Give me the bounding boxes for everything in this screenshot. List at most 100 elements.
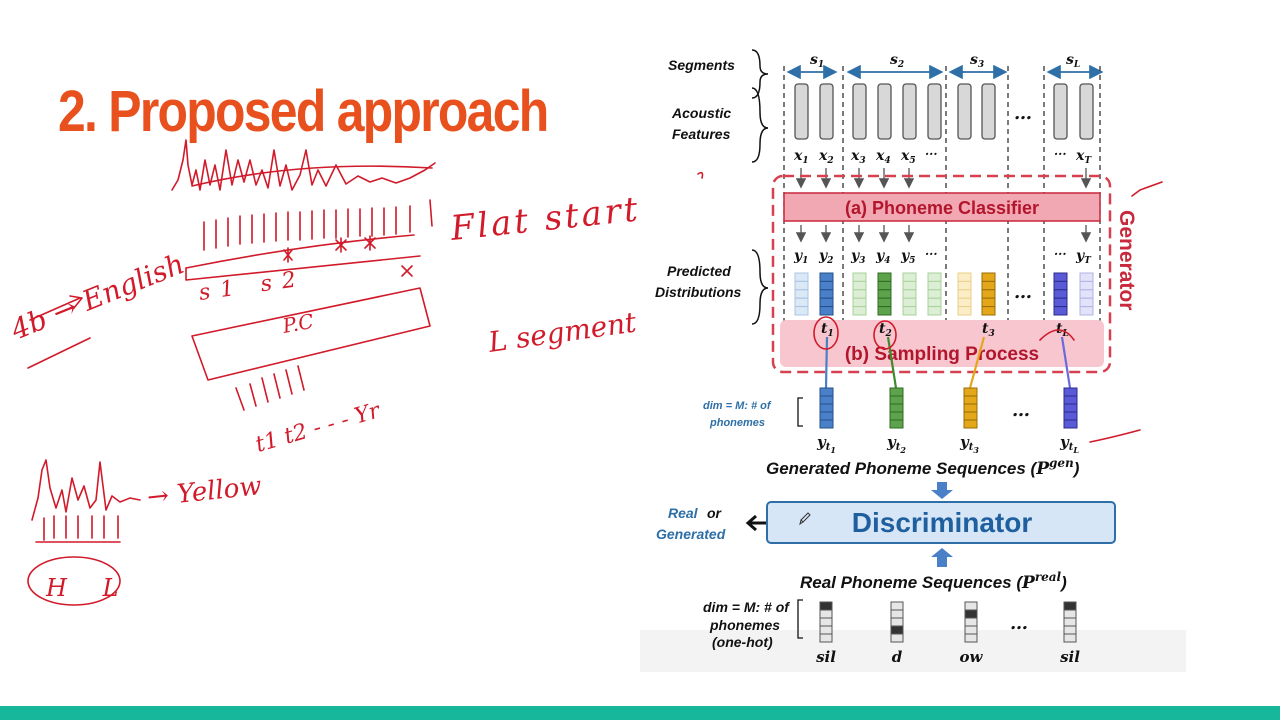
svg-text:···: ··· [1054, 147, 1067, 161]
svg-text:···: ··· [925, 247, 938, 261]
ink-segment-line [185, 234, 415, 269]
sampling-arrows [824, 336, 1072, 389]
acoustic-ellipsis: … [1014, 103, 1032, 124]
architecture-diagram: Segments s1 s2 s3 sL Acoustic Features …… [640, 49, 1186, 672]
acoustic-feature-bars [794, 83, 1094, 140]
ink-star-3 [364, 235, 376, 251]
distribution-bar [819, 272, 834, 316]
svg-text:ow: ow [960, 648, 984, 666]
ink-text-flatstart: Flat start [448, 189, 643, 249]
or-label: or [707, 505, 723, 521]
discriminator-label: Discriminator [852, 507, 1033, 538]
distribution-bar [927, 272, 942, 316]
acoustic-label-1: Acoustic [671, 105, 731, 121]
phoneme-classifier-label: (a) Phoneme Classifier [845, 198, 1039, 218]
svg-text:x2: x2 [818, 148, 834, 166]
dim-bracket-gen [797, 397, 803, 427]
svg-text:ytL: ytL [1059, 433, 1079, 455]
ink-waveform-2 [31, 459, 141, 521]
distribution-ellipsis: … [1014, 282, 1032, 303]
real-to-disc-arrow [931, 548, 953, 567]
segments-label: Segments [668, 57, 735, 73]
onehot-ellipsis: … [1010, 613, 1028, 634]
svg-text:y2: y2 [818, 248, 833, 266]
output-arrow [745, 514, 766, 532]
dim-bracket-real [797, 599, 803, 639]
distribution-bar [794, 272, 809, 316]
sampled-vector [819, 387, 834, 429]
ink-text-pc: P.C [280, 309, 316, 338]
y-labels: y1 y2 y3 y4 y5 ··· ··· yT [793, 247, 1092, 266]
classifier-output-arrows [795, 225, 1092, 243]
phoneme-classifier [783, 192, 1101, 222]
sampled-ellipsis: … [1012, 400, 1030, 421]
real-label: Real [668, 505, 699, 521]
ink-underline [27, 337, 91, 369]
ink-circle-t1 [813, 316, 839, 350]
svg-text:yt3: yt3 [959, 433, 979, 455]
one-hot-vector [964, 601, 978, 643]
ink-waveform-1 [171, 139, 436, 191]
ink-circle-hl [27, 556, 121, 606]
predicted-label-1: Predicted [667, 263, 731, 279]
one-hot-vector [819, 601, 833, 643]
dim-label-real-1: dim = M: # of [703, 599, 790, 615]
distribution-bar [957, 272, 972, 316]
dim-label-real-3: (one-hot) [712, 634, 773, 650]
distribution-bar [981, 272, 996, 316]
svg-text:t3: t3 [982, 321, 995, 339]
generated-sequences-label: Generated Phoneme Sequences (Pgen) [766, 456, 1080, 479]
svg-text:···: ··· [925, 147, 938, 161]
svg-text:t1: t1 [821, 321, 834, 339]
ink-segment-bracket [185, 255, 421, 281]
predicted-brace [751, 249, 769, 325]
ink-circle-t2 [873, 320, 897, 350]
svg-text:x3: x3 [850, 148, 866, 166]
svg-text:y4: y4 [875, 248, 890, 266]
real-sequences-label: Real Phoneme Sequences (Preal) [800, 570, 1067, 593]
svg-text:sil: sil [1060, 648, 1080, 666]
sampled-phoneme-vectors [819, 387, 1078, 429]
ink-star-1 [283, 247, 293, 263]
sampling-process-label: (b) Sampling Process [845, 344, 1039, 365]
ink-frames-2 [43, 515, 119, 541]
ink-output-lines [235, 365, 305, 411]
svg-text:xT: xT [1075, 148, 1092, 166]
segment-label-3: s3 [970, 52, 984, 70]
svg-text:x4: x4 [875, 148, 891, 166]
sampled-vector [963, 387, 978, 429]
slide-title: 2. Proposed approach [58, 79, 549, 144]
sampled-vector [889, 387, 904, 429]
generated-label: Generated [656, 526, 726, 542]
ink-waveform-line [191, 165, 433, 187]
segments-brace [751, 49, 769, 99]
one-hot-vector [1063, 601, 1077, 643]
acoustic-brace [751, 87, 769, 163]
gen-to-disc-arrow [931, 482, 953, 499]
svg-text:tL: tL [1056, 321, 1069, 339]
one-hot-vector [890, 601, 904, 643]
distribution-bar [877, 272, 892, 316]
predicted-label-2: Distributions [655, 284, 742, 300]
segment-label-2: s2 [890, 52, 904, 70]
distribution-bars [794, 272, 1094, 316]
ink-mark [697, 171, 704, 179]
discriminator-box [766, 501, 1116, 544]
dim-label-gen-2: phonemes [709, 417, 765, 429]
ink-star-2 [335, 237, 347, 253]
svg-text:t2: t2 [879, 321, 892, 339]
distribution-bar [852, 272, 867, 316]
dim-label-gen-1: dim = M: # of [703, 400, 772, 412]
generator-label: Generator [1115, 210, 1138, 310]
ink-text-hl: H L [45, 574, 133, 602]
acoustic-label-2: Features [672, 126, 731, 142]
one-hot-vectors [819, 601, 1077, 643]
svg-text:···: ··· [1054, 247, 1067, 261]
ink-text-english: 4b → English [5, 247, 189, 347]
svg-text:yt1: yt1 [816, 433, 836, 455]
x-labels: x1 x2 x3 x4 x5 ··· ··· xT [793, 147, 1092, 166]
ink-tick-ytl [1089, 429, 1141, 443]
svg-text:yt2: yt2 [886, 433, 906, 455]
svg-text:y1: y1 [793, 248, 808, 266]
